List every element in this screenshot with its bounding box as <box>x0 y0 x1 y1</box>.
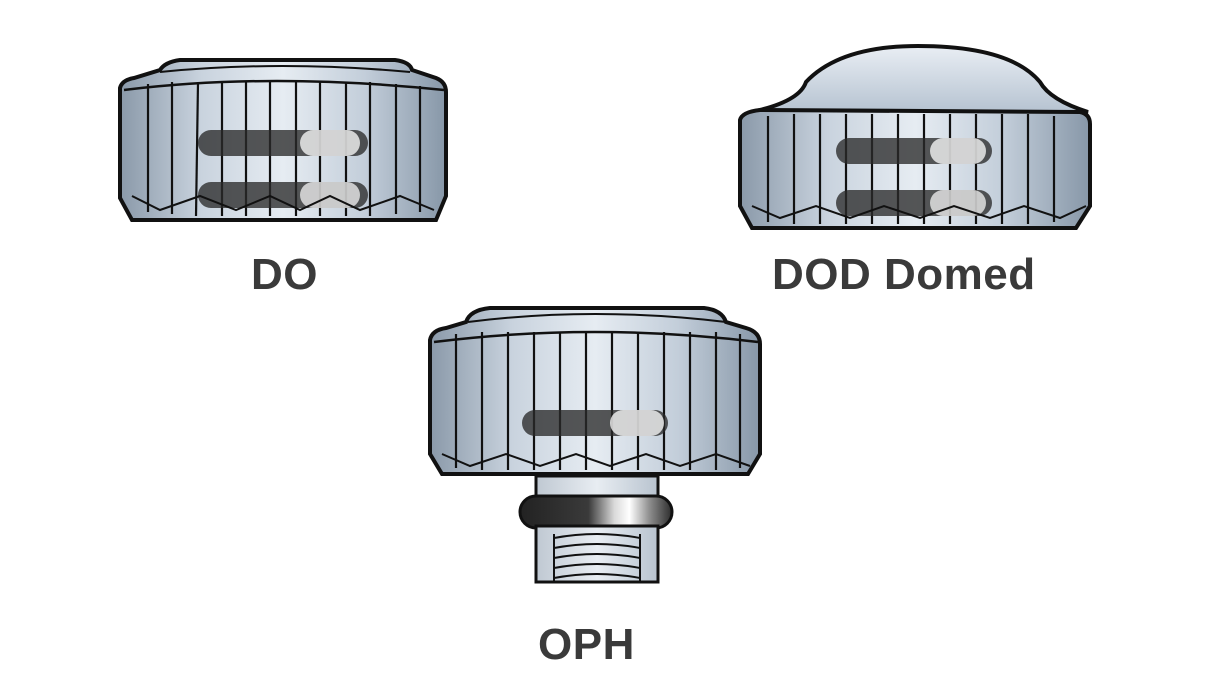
label-oph: OPH <box>538 620 635 669</box>
crown-oph-body <box>428 306 762 476</box>
crown-dod-dome <box>758 43 1089 114</box>
crown-oph-thread <box>553 533 641 582</box>
crown-oph-flutes <box>454 332 742 470</box>
crown-oph <box>428 306 762 584</box>
label-dod-domed: DOD Domed <box>772 250 1036 299</box>
label-do: DO <box>251 250 318 299</box>
crown-do <box>118 58 448 222</box>
crown-oph-o-ring <box>518 494 674 530</box>
crown-dod <box>738 43 1092 230</box>
